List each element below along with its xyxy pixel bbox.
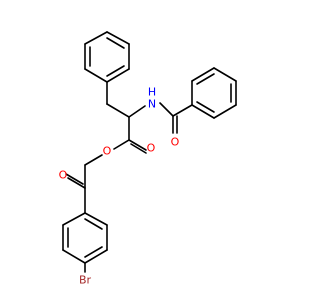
structure-svg: O O O O N H Br: [59, 31, 237, 287]
amide-group: [159, 102, 193, 134]
bromophenyl-ring: [62, 212, 108, 273]
atom-h-amide: H: [148, 86, 156, 99]
molecule-diagram: O O O O N H Br: [59, 31, 237, 287]
atom-o-ester-carbonyl: O: [147, 142, 156, 155]
atom-o-ester: O: [103, 145, 112, 158]
benzoyl-phenyl-ring: [191, 67, 237, 119]
atom-o-amide: O: [171, 136, 180, 149]
backbone-bonds: [106, 81, 146, 141]
ketone-group: [65, 164, 86, 214]
benzyl-phenyl-ring: [84, 31, 130, 83]
atom-o-ketone: O: [59, 169, 68, 182]
ester-group: [84, 139, 147, 166]
atom-n-amide: N: [148, 98, 156, 111]
atom-br: Br: [79, 274, 92, 287]
